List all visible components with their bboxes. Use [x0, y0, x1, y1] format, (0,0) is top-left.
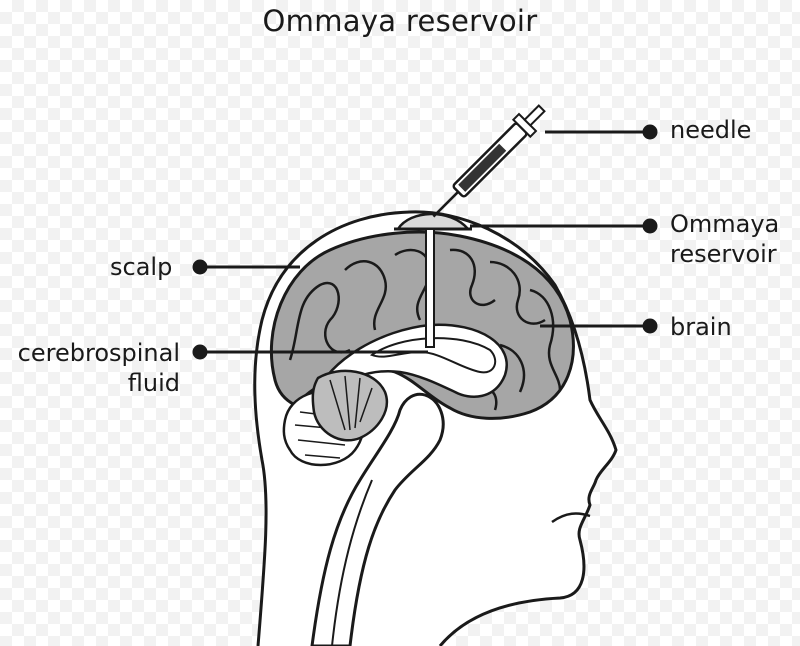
lip-line: [551, 512, 591, 524]
label-ommaya-line2: reservoir: [670, 240, 777, 268]
label-brain-text: brain: [670, 313, 732, 341]
label-needle-text: needle: [670, 116, 752, 144]
spinal-cord-inner: [331, 479, 373, 646]
label-csf-line1: cerebrospinal: [17, 339, 180, 367]
leader-lines: [192, 124, 658, 360]
label-scalp: scalp: [110, 252, 172, 282]
cerebellum: [282, 369, 388, 467]
label-brain: brain: [670, 312, 732, 342]
label-cerebrospinal-fluid: cerebrospinal fluid: [0, 338, 180, 398]
label-scalp-text: scalp: [110, 253, 173, 281]
label-ommaya-reservoir: Ommaya reservoir: [670, 209, 779, 269]
catheter: [425, 228, 435, 348]
label-needle: needle: [670, 115, 751, 145]
diagram-title: Ommaya reservoir: [262, 4, 538, 38]
syringe: [432, 104, 546, 218]
label-csf-line2: fluid: [127, 369, 180, 397]
label-ommaya-line1: Ommaya: [670, 210, 780, 238]
